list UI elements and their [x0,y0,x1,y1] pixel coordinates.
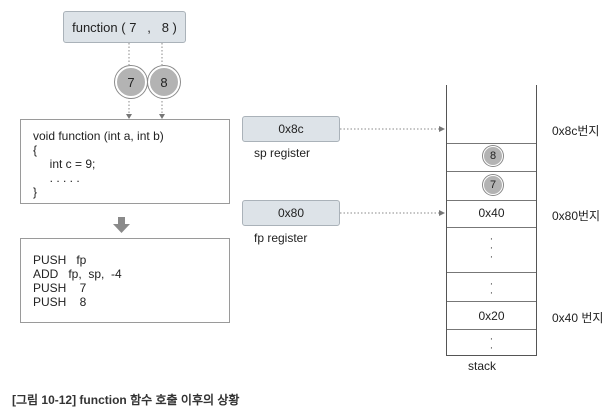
asm-line: PUSH fp [33,253,87,267]
asm-line: PUSH 7 [33,281,87,295]
address-label: 0x80번지 [552,209,601,223]
fp-register-label: fp register [254,231,308,245]
stack-divider [447,200,536,201]
stack-label: stack [468,359,497,373]
stack-column: 8 7 0x40 ··· ·· 0x20 ·· [446,85,537,356]
stack-divider [447,272,536,273]
stack-divider [447,301,536,302]
stack-divider [447,143,536,144]
asm-line: ADD fp, sp, -4 [33,267,122,281]
stack-value-circle: 7 [483,175,503,195]
function-call-box: function ( 7 , 8 ) [63,11,186,43]
sp-register-box: 0x8c [242,116,340,142]
stack-divider [447,329,536,330]
asm-code-box: PUSH fp ADD fp, sp, -4 PUSH 7 PUSH 8 [20,238,230,323]
code-line: . . . . . [33,171,80,185]
stack-ellipsis: ··· [489,233,494,263]
stack-cell-value: 0x20 [478,309,505,323]
stack-ellipsis: ·· [489,333,494,354]
stack-divider [447,227,536,228]
arg-circle-b: 8 [148,66,180,98]
asm-line: PUSH 8 [33,295,87,309]
code-line: int c = 9; [33,157,96,171]
figure-caption: [그림 10-12] function 함수 호출 이후의 상황 [12,393,240,407]
code-line: } [33,185,38,199]
stack-cell-value: 0x40 [478,206,505,220]
arg-circle-a: 7 [115,66,147,98]
address-label: 0x40 번지 [552,311,604,325]
code-line: { [33,143,38,157]
function-code-box: void function (int a, int b) { int c = 9… [20,119,230,204]
fp-register-box: 0x80 [242,200,340,226]
sp-register-label: sp register [254,146,311,160]
stack-ellipsis: ·· [489,278,494,299]
address-label: 0x8c번지 [552,124,600,138]
function-call-text: function ( 7 , 8 ) [72,19,177,35]
code-line: void function (int a, int b) [33,129,164,143]
stack-divider [447,171,536,172]
stack-value-circle: 8 [483,146,503,166]
